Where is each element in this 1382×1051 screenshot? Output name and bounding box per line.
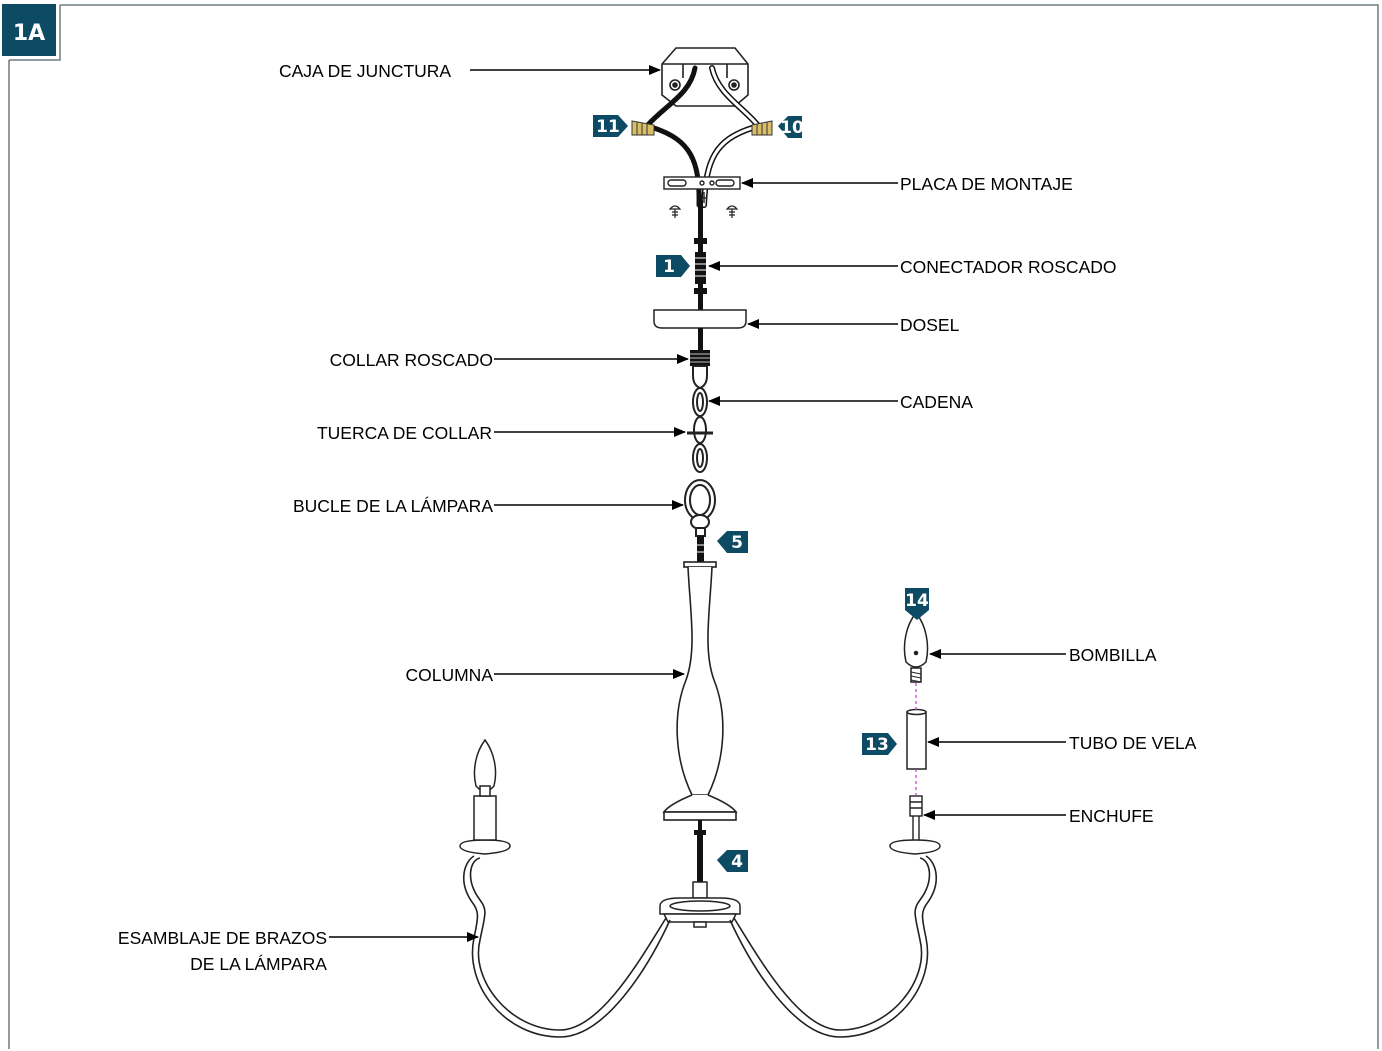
step-4-number: 4 [731, 852, 743, 872]
chain [687, 365, 713, 473]
socket [909, 795, 923, 840]
figure-badge: 1A [2, 4, 56, 56]
step-1-number: 1 [663, 257, 675, 277]
step-13-number: 13 [865, 735, 889, 755]
step-badge-5: 5 [717, 531, 748, 553]
mounting-plate [663, 176, 741, 203]
step-badge-10: 10 [778, 116, 804, 138]
label-lamp-loop: BUCLE DE LA LÁMPARA [293, 496, 493, 516]
label-candle-tube: TUBO DE VELA [1069, 733, 1197, 753]
canopy [653, 309, 747, 329]
column-pipe [692, 820, 708, 899]
figure-id: 1A [13, 21, 45, 46]
arm-hub [659, 897, 741, 928]
lower-rod [697, 536, 704, 564]
candle-tube [906, 708, 927, 770]
label-threaded-connector: CONECTADOR ROSCADO [900, 257, 1117, 277]
step-badge-1: 1 [656, 255, 690, 277]
label-arm-assembly-line2: DE LA LÁMPARA [190, 954, 327, 974]
step-5-number: 5 [731, 533, 743, 553]
lamp-loop [684, 479, 716, 537]
left-candle [459, 738, 511, 855]
figure-frame [8, 4, 1379, 1049]
bulb [903, 611, 929, 683]
column [662, 561, 738, 821]
label-column: COLUMNA [405, 665, 493, 685]
step-badge-13: 13 [862, 733, 897, 755]
label-mounting-plate: PLACA DE MONTAJE [900, 174, 1073, 194]
label-arm-assembly-line1: ESAMBLAJE DE BRAZOS [118, 928, 327, 948]
label-collar-nut: TUERCA DE COLLAR [317, 423, 492, 443]
label-bulb: BOMBILLA [1069, 645, 1157, 665]
label-junction-box: CAJA DE JUNCTURA [279, 61, 451, 81]
label-socket: ENCHUFE [1069, 806, 1154, 826]
lamp-arms [463, 855, 937, 1038]
right-candle-cup [889, 839, 941, 855]
threaded-collar [690, 328, 710, 366]
step-11-number: 11 [596, 117, 620, 137]
center-rod [694, 200, 707, 310]
label-chain: CADENA [900, 392, 973, 412]
wire-nut-left-icon [631, 120, 655, 136]
mounting-screws-icon [668, 205, 739, 218]
step-badge-11: 11 [593, 115, 628, 137]
label-canopy: DOSEL [900, 315, 960, 335]
step-badge-14: 14 [905, 588, 929, 620]
wire-nut-right-icon [751, 120, 773, 136]
step-14-number: 14 [905, 591, 929, 611]
leader-lines [329, 65, 1066, 942]
supply-wires [642, 65, 763, 208]
label-threaded-collar: COLLAR ROSCADO [330, 350, 493, 370]
step-10-number: 10 [780, 118, 804, 138]
step-badge-4: 4 [717, 850, 748, 872]
